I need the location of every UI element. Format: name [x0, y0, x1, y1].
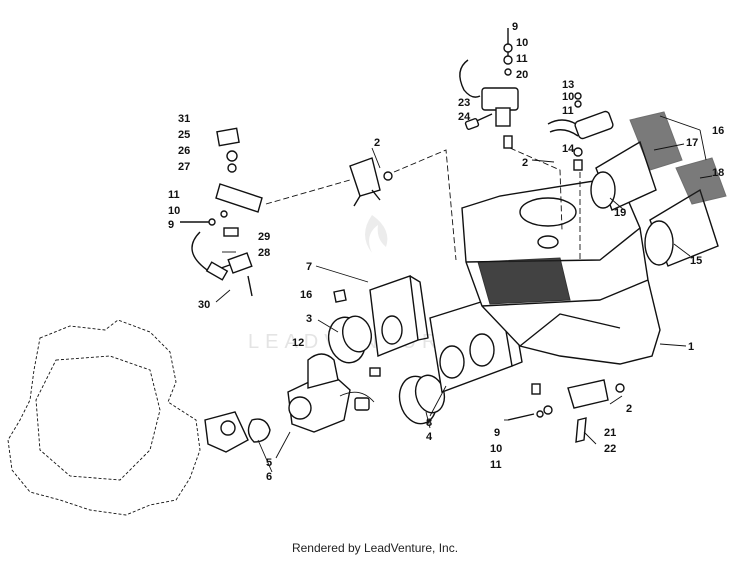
callout: 17	[686, 137, 698, 149]
callout: 29	[258, 231, 270, 243]
callout: 4	[426, 431, 433, 443]
fuel-fitting	[507, 379, 625, 443]
callout: 19	[614, 207, 626, 219]
callout: 11	[168, 189, 180, 201]
callout: 11	[562, 105, 574, 117]
callout: 15	[690, 255, 702, 267]
callout: 1	[688, 341, 694, 353]
throttle-linkage	[180, 127, 263, 297]
callout: 20	[516, 69, 528, 81]
callout: 12	[292, 337, 304, 349]
callout: 31	[178, 113, 190, 125]
callout: 3	[306, 313, 312, 325]
callout: 11	[516, 53, 528, 65]
bracket-assembly	[349, 157, 393, 207]
callout: 21	[604, 427, 616, 439]
callout: 11	[490, 459, 502, 471]
callout: 23	[458, 97, 470, 109]
callout: 5	[266, 457, 272, 469]
callout-labels: 1 2 2 2 3 4 5 6 7 8 9 9 9 10 10 10 10 11…	[168, 21, 724, 483]
callout: 18	[712, 167, 724, 179]
footer-credit: Rendered by LeadVenture, Inc.	[291, 541, 459, 555]
callout: 9	[494, 427, 500, 439]
engine-outline	[7, 319, 201, 516]
callout: 9	[512, 21, 518, 33]
carburetor-assembly	[204, 353, 375, 453]
callout: 22	[604, 443, 616, 455]
misc-hardware	[333, 289, 541, 395]
callout: 24	[458, 111, 471, 123]
intake-sleeves	[590, 111, 727, 267]
callout: 6	[266, 471, 272, 483]
callout: 2	[522, 157, 528, 169]
callout: 16	[300, 289, 312, 301]
callout: 7	[306, 261, 312, 273]
adapter-plate	[369, 275, 429, 357]
callout: 26	[178, 145, 190, 157]
fuel-pump	[459, 28, 519, 149]
callout: 8	[426, 417, 432, 429]
callout: 13	[562, 79, 574, 91]
primer-assembly	[547, 92, 614, 171]
callout: 2	[626, 403, 632, 415]
callout: 10	[516, 37, 528, 49]
callout: 10	[562, 91, 574, 103]
alignment-lines	[265, 147, 581, 261]
air-silencer-box	[461, 179, 661, 365]
callout: 27	[178, 161, 190, 173]
callout: 30	[198, 299, 210, 311]
callout: 25	[178, 129, 190, 141]
callout: 10	[490, 443, 502, 455]
callout: 10	[168, 205, 180, 217]
mounting-plate	[429, 295, 523, 393]
callout: 9	[168, 219, 174, 231]
leader-lines	[215, 115, 713, 473]
callout: 28	[258, 247, 270, 259]
callout: 14	[562, 143, 575, 155]
callout: 2	[374, 137, 380, 149]
callout: 16	[712, 125, 724, 137]
